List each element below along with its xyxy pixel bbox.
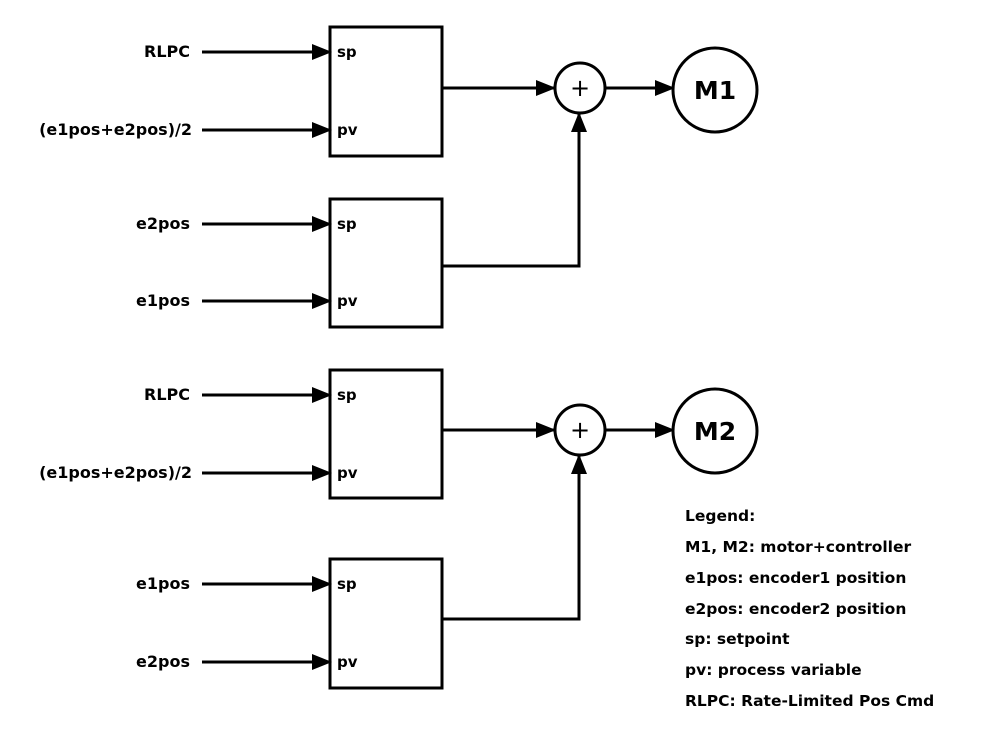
legend-entry: pv: process variable: [685, 661, 862, 679]
pv-input-label: (e1pos+e2pos)/2: [39, 120, 192, 139]
pv-port-label: pv: [337, 464, 358, 482]
legend: Legend: M1, M2: motor+controller e1pos: …: [685, 507, 934, 710]
motor-circle: [671, 46, 759, 134]
sp-port-label: sp: [337, 215, 357, 233]
lower-output-arrow: [442, 454, 587, 621]
sp-input-label: RLPC: [144, 385, 190, 404]
sp-port-label: sp: [337, 43, 357, 61]
m2-lower-controller: e1pos sp e2pos pv: [136, 557, 444, 690]
m1-group: RLPC sp (e1pos+e2pos)/2 pv e2pos sp e1po…: [39, 25, 759, 329]
legend-entry: M1, M2: motor+controller: [685, 538, 911, 556]
pv-input-label: e2pos: [136, 652, 190, 671]
controller-box: [328, 557, 444, 690]
sum-symbol: +: [570, 416, 590, 444]
controller-box: [328, 197, 444, 329]
motor-circle: [671, 387, 759, 475]
m1-upper-controller: RLPC sp (e1pos+e2pos)/2 pv: [39, 25, 444, 158]
legend-entry: RLPC: Rate-Limited Pos Cmd: [685, 692, 934, 710]
m1-lower-controller: e2pos sp e1pos pv: [136, 197, 444, 329]
m2-group: RLPC sp (e1pos+e2pos)/2 pv e1pos sp e2po…: [39, 368, 759, 690]
legend-entry: e2pos: encoder2 position: [685, 600, 906, 618]
sp-port-label: sp: [337, 386, 357, 404]
pv-input-label: (e1pos+e2pos)/2: [39, 463, 192, 482]
pv-input-label: e1pos: [136, 291, 190, 310]
sum-symbol: +: [570, 74, 590, 102]
pv-port-label: pv: [337, 292, 358, 310]
controller-box: [328, 25, 444, 158]
legend-entry: sp: setpoint: [685, 630, 790, 648]
legend-entry: e1pos: encoder1 position: [685, 569, 906, 587]
legend-title: Legend:: [685, 507, 755, 525]
motor-label: M1: [694, 76, 736, 105]
sp-input-label: RLPC: [144, 42, 190, 61]
motor-label: M2: [694, 417, 736, 446]
sp-input-label: e1pos: [136, 574, 190, 593]
pv-port-label: pv: [337, 653, 358, 671]
pv-port-label: pv: [337, 121, 358, 139]
sp-input-label: e2pos: [136, 214, 190, 233]
controller-box: [328, 368, 444, 500]
sp-port-label: sp: [337, 575, 357, 593]
lower-output-arrow: [442, 112, 587, 268]
m2-upper-controller: RLPC sp (e1pos+e2pos)/2 pv: [39, 368, 444, 500]
